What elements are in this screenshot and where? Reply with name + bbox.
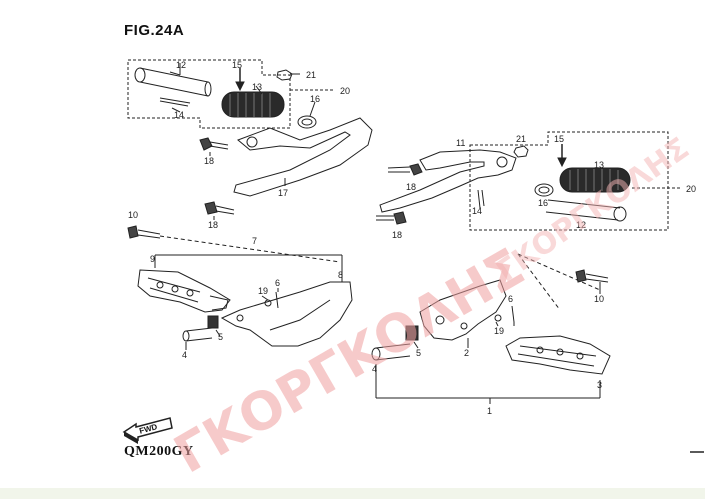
washer-16-right xyxy=(534,183,554,197)
callout-15: 15 xyxy=(232,60,242,70)
cotter-pin-14-left xyxy=(159,97,191,107)
callout-16: 16 xyxy=(538,198,548,208)
callout-21: 21 xyxy=(306,70,316,80)
kit-box-left xyxy=(127,59,291,129)
bolt-10-left xyxy=(127,225,161,239)
pin-4-left xyxy=(182,327,213,342)
callout-13: 13 xyxy=(252,82,262,92)
callout-10: 10 xyxy=(128,210,138,220)
cotter-pin-14-right xyxy=(477,189,485,209)
callout-9: 9 xyxy=(150,254,155,264)
callout-4: 4 xyxy=(372,364,377,374)
callout-18: 18 xyxy=(204,156,214,166)
nut-21-right xyxy=(513,145,529,158)
callout-19: 19 xyxy=(258,286,268,296)
footpeg-rubber-13-left xyxy=(221,91,285,118)
footpeg-3 xyxy=(505,335,611,375)
cotter-6-left xyxy=(275,291,279,309)
bracket-2 xyxy=(419,279,507,341)
bottom-strip xyxy=(0,488,705,499)
model-name: QM200GY xyxy=(124,444,194,459)
callout-8: 8 xyxy=(338,270,343,280)
kit-box-right xyxy=(469,131,669,231)
callout-20: 20 xyxy=(340,86,350,96)
spring-5-right xyxy=(405,325,419,341)
callout-14: 14 xyxy=(472,206,482,216)
pin-4-right xyxy=(371,343,411,361)
callout-12: 12 xyxy=(576,220,586,230)
callout-2: 2 xyxy=(464,348,469,358)
bolt-18-right-a xyxy=(387,163,423,176)
fwd-arrow-icon xyxy=(122,417,173,444)
callout-7: 7 xyxy=(252,236,257,246)
figure-title: FIG.24A xyxy=(124,22,185,39)
bolt-18-left-a xyxy=(199,137,229,151)
callout-4: 4 xyxy=(182,350,187,360)
watermark-corner-text: ΓΚΟΡΓΚΟΛΗΣ xyxy=(490,131,696,290)
nut-21-left xyxy=(276,69,293,81)
bracket-17 xyxy=(233,117,373,197)
callout-19: 19 xyxy=(494,326,504,336)
callout-6: 6 xyxy=(275,278,280,288)
callout-18: 18 xyxy=(406,182,416,192)
callout-3: 3 xyxy=(597,380,602,390)
bracket-11 xyxy=(379,149,517,213)
callout-1: 1 xyxy=(487,406,492,416)
callout-10: 10 xyxy=(594,294,604,304)
callout-6: 6 xyxy=(508,294,513,304)
watermark-text: ΓΚΟΡΓΚΟΛΗΣ xyxy=(165,237,535,485)
callout-11: 11 xyxy=(456,138,465,148)
callout-18: 18 xyxy=(392,230,402,240)
cotter-6-right xyxy=(511,305,515,323)
bracket-8 xyxy=(220,281,353,347)
footpeg-rubber-13-right xyxy=(559,167,631,193)
callout-13: 13 xyxy=(594,160,604,170)
callout-18: 18 xyxy=(208,220,218,230)
callout-20: 20 xyxy=(686,184,696,194)
callout-15: 15 xyxy=(554,134,564,144)
arrow-15-left xyxy=(235,81,245,92)
callout-14: 14 xyxy=(174,110,184,120)
washer-19-right xyxy=(494,314,502,322)
callout-21: 21 xyxy=(516,134,526,144)
callout-16: 16 xyxy=(310,94,320,104)
spring-5-left xyxy=(207,315,219,329)
callout-12: 12 xyxy=(176,60,186,70)
bolt-18-left-b xyxy=(204,201,235,215)
callout-17: 17 xyxy=(278,188,288,198)
pin-12-right xyxy=(545,199,627,222)
washer-19-left xyxy=(264,299,272,307)
callout-5: 5 xyxy=(218,332,223,342)
arrow-15-right xyxy=(557,157,567,168)
callout-numbers: 12 15 21 20 13 16 14 18 17 18 10 7 9 8 1… xyxy=(128,60,696,416)
pin-12-left xyxy=(134,67,212,97)
callout-5: 5 xyxy=(416,348,421,358)
bolt-18-right-b xyxy=(376,211,407,225)
washer-16-left xyxy=(297,115,317,129)
footpeg-9 xyxy=(137,269,231,313)
bolt-10-right xyxy=(575,269,609,283)
